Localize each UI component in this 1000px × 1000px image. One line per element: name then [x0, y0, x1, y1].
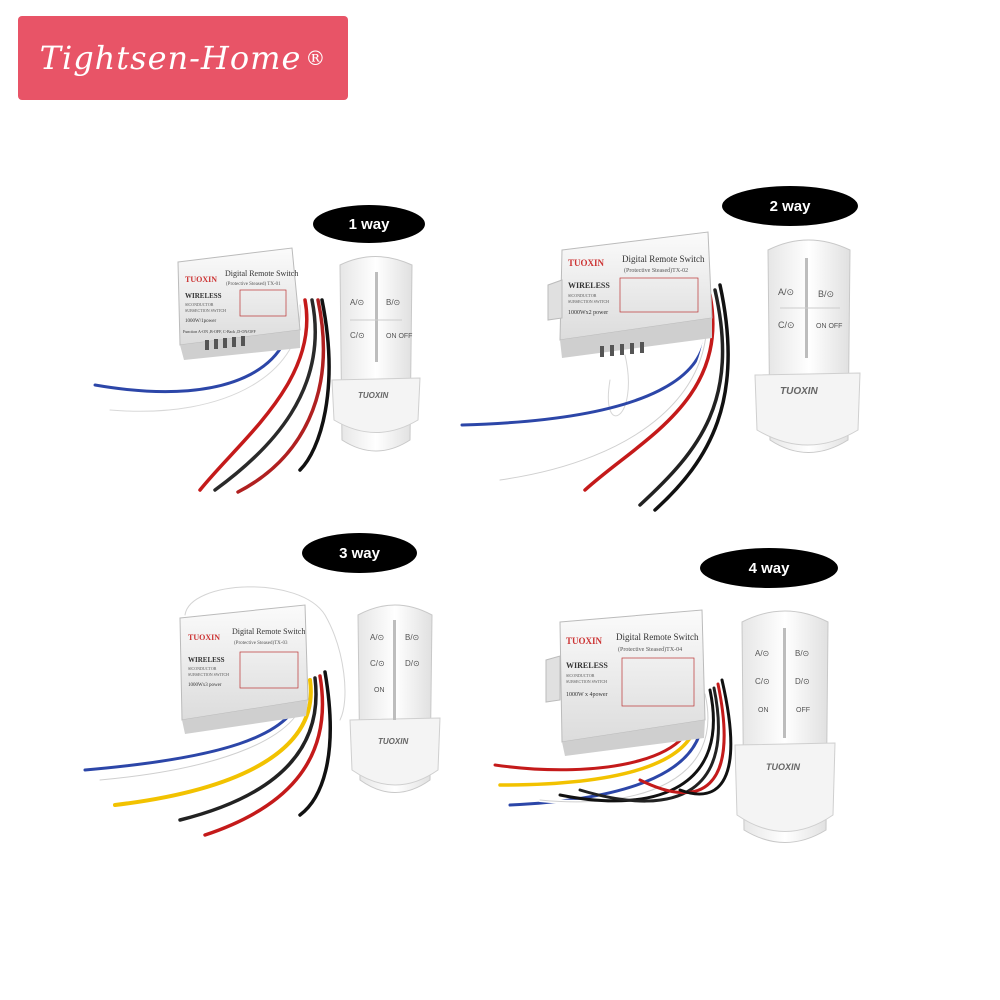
- module-text-subsection: SUBSECTION SWITCH: [568, 299, 609, 304]
- tag-2-way: 2 way: [722, 186, 858, 226]
- remote-button-off[interactable]: OFF: [796, 707, 810, 714]
- module-power: 1000Wx2 power: [568, 310, 608, 316]
- remote-logo: TUOXIN: [358, 391, 388, 400]
- module-title: Digital Remote Switch: [616, 632, 699, 642]
- remote-button-b[interactable]: B/⊙: [405, 633, 419, 642]
- module-logo: TUOXIN: [566, 636, 603, 646]
- remote-button-on-off[interactable]: ON OFF: [386, 333, 412, 340]
- module-text-siconductor: SICONDUCTOR: [188, 666, 217, 671]
- module-text-siconductor: SICONDUCTOR: [566, 673, 595, 678]
- remote-control: A/⊙ B/⊙ C/⊙ ON OFF TUOXIN: [331, 256, 421, 452]
- remote-button-d[interactable]: D/⊙: [795, 677, 810, 686]
- module-text-siconductor: SICONDUCTOR: [568, 293, 597, 298]
- module-power: 1000W/1power: [185, 319, 216, 324]
- module-logo: TUOXIN: [185, 275, 217, 284]
- module-title: Digital Remote Switch: [225, 269, 298, 278]
- remote-button-a[interactable]: A/⊙: [778, 287, 794, 297]
- remote-control: A/⊙ B/⊙ C/⊙ D/⊙ ON OFF TUOXIN: [734, 610, 836, 843]
- remote-button-a[interactable]: A/⊙: [755, 649, 769, 658]
- receiver-module: TUOXIN Digital Remote Switch (Protective…: [177, 247, 301, 360]
- panel-2-way: TUOXIN Digital Remote Switch (Protective…: [460, 231, 861, 512]
- tag-4-way: 4 way: [700, 548, 838, 588]
- remote-button-c[interactable]: C/⊙: [755, 677, 770, 686]
- module-power: 1000Wx3 power: [188, 683, 222, 688]
- vent-slots: [205, 336, 245, 350]
- module-text-wireless: WIRELESS: [188, 656, 225, 664]
- remote-button-b[interactable]: B/⊙: [795, 649, 809, 658]
- receiver-module: TUOXIN Digital Remote Switch (Protective…: [545, 609, 706, 756]
- module-text-subsection: SUBSECTION SWITCH: [185, 308, 226, 313]
- remote-button-a[interactable]: A/⊙: [370, 633, 384, 642]
- remote-logo: TUOXIN: [780, 386, 819, 397]
- remote-button-on[interactable]: ON: [374, 687, 385, 694]
- remote-button-c[interactable]: C/⊙: [778, 320, 795, 330]
- remote-button-b[interactable]: B/⊙: [386, 298, 400, 307]
- module-text-subsection: SUBSECTION SWITCH: [566, 679, 607, 684]
- registered-mark: ®: [305, 46, 327, 70]
- tag-1-way: 1 way: [313, 205, 425, 243]
- remote-button-on-off[interactable]: ON OFF: [816, 323, 842, 330]
- module-logo: TUOXIN: [568, 258, 605, 268]
- remote-button-on[interactable]: ON: [758, 707, 769, 714]
- module-subtitle: (Protective Steased)TX-02: [624, 267, 688, 274]
- module-text-wireless: WIRELESS: [568, 281, 610, 290]
- module-title: Digital Remote Switch: [622, 254, 705, 264]
- remote-control: A/⊙ B/⊙ C/⊙ D/⊙ ON TUOXIN: [349, 604, 441, 793]
- remote-button-c[interactable]: C/⊙: [370, 659, 385, 668]
- module-power: 1000W x 4power: [566, 692, 608, 698]
- remote-logo: TUOXIN: [378, 737, 408, 746]
- module-text-siconductor: SICONDUCTOR: [185, 302, 214, 307]
- remote-button-b[interactable]: B/⊙: [818, 289, 834, 299]
- remote-button-a[interactable]: A/⊙: [350, 298, 364, 307]
- remote-logo: TUOXIN: [766, 762, 801, 772]
- module-text-wireless: WIRELESS: [185, 292, 222, 300]
- module-logo: TUOXIN: [188, 633, 220, 642]
- panel-4-way: TUOXIN Digital Remote Switch (Protective…: [493, 609, 836, 843]
- brand-name: Tightsen-Home: [39, 39, 302, 77]
- panel-1-way: TUOXIN Digital Remote Switch (Protective…: [93, 247, 421, 494]
- receiver-module: TUOXIN Digital Remote Switch (Protective…: [547, 231, 713, 358]
- module-text-wireless: WIRELESS: [566, 661, 608, 670]
- brand-banner: Tightsen-Home ®: [18, 16, 348, 100]
- panel-3-way: TUOXIN Digital Remote Switch (Protective…: [83, 585, 441, 837]
- remote-control: A/⊙ B/⊙ C/⊙ ON OFF TUOXIN: [754, 239, 861, 453]
- remote-button-d[interactable]: D/⊙: [405, 659, 420, 668]
- tag-3-way: 3 way: [302, 533, 417, 573]
- module-text-subsection: SUBSECTION SWITCH: [188, 672, 229, 677]
- module-subtitle: (Protective Steased)TX-03: [234, 641, 288, 646]
- module-subtitle: (Protective Steased)TX-04: [618, 646, 682, 653]
- module-subtitle: (Protective Steased) TX-01: [226, 282, 281, 287]
- module-footer: Function A-ON ,B-OFF, C-Back ,D-ON/OFF: [183, 329, 256, 335]
- module-title: Digital Remote Switch: [232, 627, 305, 636]
- receiver-module: TUOXIN Digital Remote Switch (Protective…: [179, 604, 309, 734]
- vent-slots: [600, 342, 644, 357]
- remote-button-c[interactable]: C/⊙: [350, 331, 365, 340]
